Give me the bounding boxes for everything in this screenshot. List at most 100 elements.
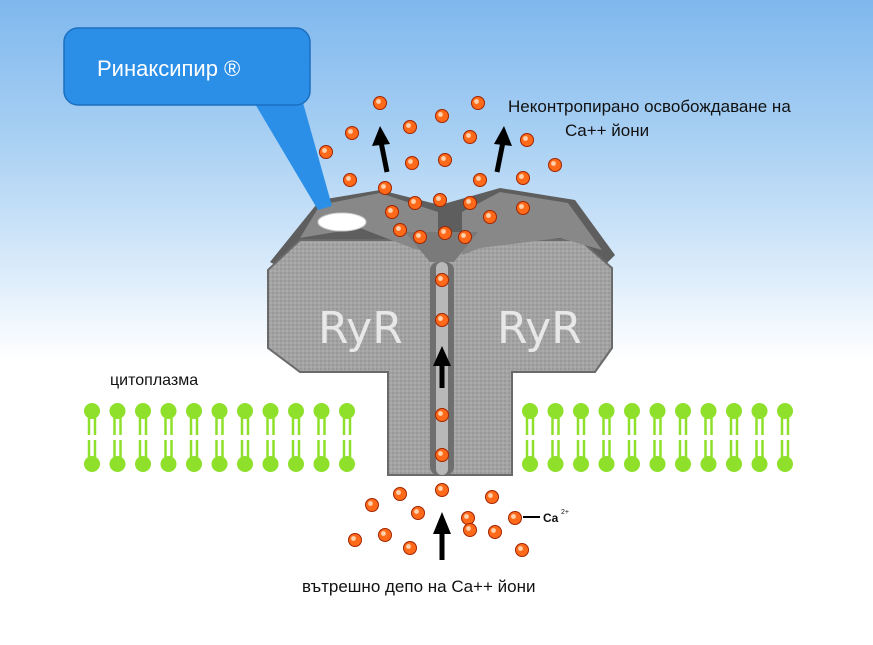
calcium-ion-highlight [466, 133, 471, 138]
lipid-head [288, 403, 304, 419]
lipid-head [160, 456, 177, 472]
lipid-head [700, 456, 717, 472]
calcium-ion-highlight [388, 208, 393, 213]
calcium-ion-highlight [411, 199, 416, 204]
calcium-ion-highlight [436, 196, 441, 201]
calcium-ion-highlight [438, 411, 443, 416]
lipid-head [339, 456, 355, 472]
lipid-head [547, 403, 564, 419]
lipid-head [777, 403, 793, 419]
calcium-ion-highlight [416, 233, 421, 238]
calcium-ion-highlight [438, 112, 443, 117]
calcium-ion-highlight [488, 493, 493, 498]
calcium-ion-highlight [466, 526, 471, 531]
lipid-head [777, 456, 793, 472]
calcium-ion-highlight [486, 213, 491, 218]
cell-membrane-left [84, 403, 355, 472]
calcium-ion-highlight [396, 490, 401, 495]
lipid-head [675, 456, 691, 472]
calcium-ion-highlight [406, 544, 411, 549]
lipid-head [649, 456, 666, 472]
calcium-ion-highlight [438, 316, 443, 321]
uncontrolled-release-label-line2: Ca++ йони [565, 121, 649, 140]
uncontrolled-release-label-line1: Неконтропирано освобождаване на [508, 97, 791, 116]
calcium-ion-highlight [438, 486, 443, 491]
lipid-head [160, 403, 177, 419]
lipid-head [726, 403, 742, 419]
calcium-ion-highlight [523, 136, 528, 141]
lipid-head [751, 403, 768, 419]
ca-legend-label: Ca [543, 511, 559, 525]
calcium-ion-highlight [414, 509, 419, 514]
calcium-ion-highlight [519, 204, 524, 209]
lipid-head [211, 403, 228, 419]
calcium-ion-highlight [461, 233, 466, 238]
calcium-ion-highlight [408, 159, 413, 164]
lipid-head [726, 456, 742, 472]
lipid-head [109, 403, 126, 419]
lipid-head [313, 403, 330, 419]
calcium-legend: Ca 2+ [523, 509, 569, 525]
calcium-ion-highlight [491, 528, 496, 533]
calcium-ion-highlight [441, 156, 446, 161]
calcium-ion-highlight [396, 226, 401, 231]
lipid-head [624, 403, 640, 419]
arrow-up-left [378, 141, 390, 173]
lipid-head [186, 456, 202, 472]
lipid-head [237, 403, 253, 419]
calcium-ion-highlight [474, 99, 479, 104]
calcium-ions [319, 96, 562, 557]
calcium-ion-highlight [368, 501, 373, 506]
lipid-head [84, 456, 100, 472]
calcium-ion-highlight [376, 99, 381, 104]
lipid-head [262, 456, 279, 472]
lipid-head [313, 456, 330, 472]
lipid-head [109, 456, 126, 472]
lipid-head [573, 403, 589, 419]
lipid-head [186, 403, 202, 419]
lipid-head [573, 456, 589, 472]
lipid-head [522, 403, 538, 419]
lipid-head [700, 403, 717, 419]
lipid-head [211, 456, 228, 472]
lipid-head [624, 456, 640, 472]
calcium-ion-highlight [406, 123, 411, 128]
lipid-head [547, 456, 564, 472]
calcium-ion-highlight [438, 451, 443, 456]
internal-depot-label: вътрешно депо на Ca++ йони [302, 577, 535, 596]
calcium-ion-highlight [346, 176, 351, 181]
calcium-ion-highlight [511, 514, 516, 519]
arrow-up-right [494, 141, 506, 173]
flow-arrows [372, 126, 512, 560]
calcium-ion-highlight [551, 161, 556, 166]
receptor-label-right: RyR [497, 303, 582, 354]
lipid-head [237, 456, 253, 472]
calcium-ion-highlight [464, 514, 469, 519]
lipid-head [135, 403, 151, 419]
calcium-ion-highlight [519, 174, 524, 179]
receptor-label-left: RyR [318, 303, 403, 354]
lipid-head [751, 456, 768, 472]
calcium-ion-highlight [351, 536, 356, 541]
lipid-head [288, 456, 304, 472]
lipid-head [598, 403, 615, 419]
rynaxypyr-label: Ринаксипир ® [97, 56, 240, 81]
lipid-head [649, 403, 666, 419]
calcium-ion-highlight [381, 531, 386, 536]
rynaxypyr-binding-site [317, 212, 367, 232]
calcium-ion-highlight [438, 276, 443, 281]
calcium-ion-highlight [348, 129, 353, 134]
calcium-ion-highlight [466, 199, 471, 204]
cytoplasm-label: цитоплазма [110, 372, 198, 389]
calcium-ion-highlight [441, 229, 446, 234]
calcium-ion-highlight [322, 148, 327, 153]
lipid-head [522, 456, 538, 472]
lipid-head [135, 456, 151, 472]
calcium-ion-highlight [381, 184, 386, 189]
lipid-head [598, 456, 615, 472]
lipid-head [262, 403, 279, 419]
rynaxypyr-callout: Ринаксипир ® [63, 27, 332, 210]
calcium-ion-highlight [476, 176, 481, 181]
lipid-head [339, 403, 355, 419]
